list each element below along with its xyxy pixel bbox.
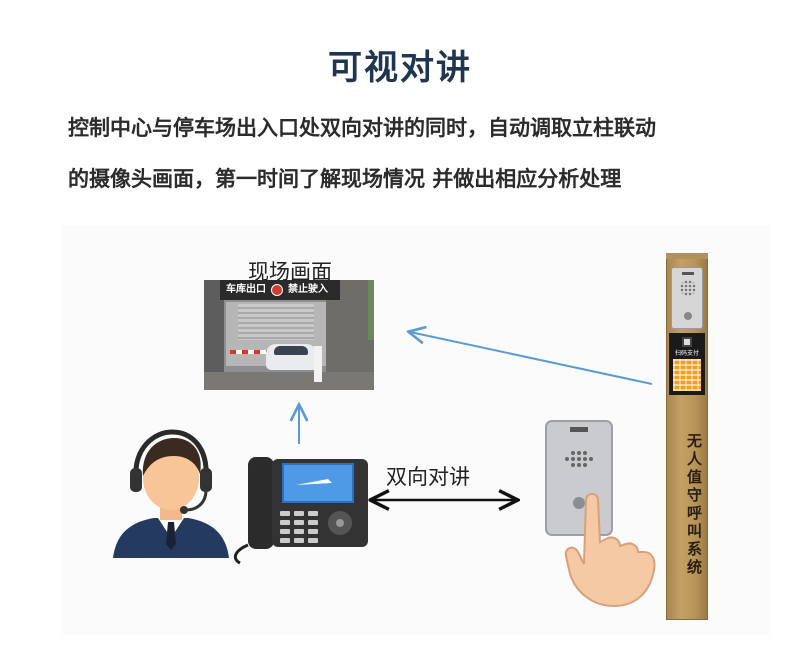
no-entry-text: 禁止驶入 [288, 284, 328, 295]
payment-qr-code [673, 359, 701, 391]
garage-exit-text: 车库出口 [226, 284, 266, 295]
scene-foliage [368, 280, 374, 340]
garage-shutter [238, 304, 314, 340]
pillar-cap [666, 253, 708, 259]
pointing-hand-icon [564, 493, 656, 608]
headset-left-ear [130, 468, 142, 492]
headset-mic-boom [185, 489, 208, 512]
intercom-logo [570, 427, 588, 432]
phone-screen-plane-icon [296, 479, 332, 485]
pillar-speaker-icon [680, 280, 696, 296]
headset-right-ear [200, 468, 212, 492]
barrier-gate-arm [230, 350, 270, 354]
hand-shape [564, 493, 656, 608]
pillar-call-button [684, 312, 692, 320]
phone-cord [233, 543, 249, 565]
pillar-camera-icon [682, 337, 692, 347]
garage-sign: 车库出口 禁止驶入 [220, 280, 340, 300]
pillar-intercom-face [671, 267, 703, 329]
phone-handset [248, 457, 274, 549]
scene-ground [204, 372, 374, 390]
operator-hair [142, 438, 201, 476]
scene-left-wall [204, 280, 224, 390]
two-way-talk-label: 双向对讲 [386, 465, 470, 489]
operator-tie [166, 522, 176, 550]
intercom-pillar: 扫码支付 无人值守呼叫系统 [666, 253, 708, 620]
pillar-logo [682, 272, 694, 275]
pillar-scan-label: 扫码支付 [674, 350, 699, 357]
headset-band [133, 429, 209, 479]
headset-mic [180, 506, 188, 514]
phone-nav-ok [336, 519, 344, 527]
operator-headset-icon [113, 429, 229, 558]
page-title: 可视对讲 [328, 48, 472, 88]
pillar-text: 无人值守呼叫系统 [685, 433, 703, 577]
description-line-1: 控制中心与停车场出入口处双向对讲的同时，自动调取立柱联动 [68, 116, 656, 140]
operator-face [143, 446, 199, 510]
barrier-post [314, 346, 322, 382]
no-entry-sign-icon [271, 284, 283, 296]
description-line-2: 的摄像头画面，第一时间了解现场情况 并做出相应分析处理 [68, 167, 622, 191]
parking-camera-image: 车库出口 禁止驶入 [204, 280, 374, 390]
pillar-camera-panel: 扫码支付 [669, 333, 705, 395]
phone-keypad [280, 511, 318, 543]
intercom-speaker-grille [565, 451, 593, 467]
car-windshield [274, 346, 308, 355]
ip-phone-icon [233, 457, 368, 565]
intercom-call-button [573, 497, 585, 509]
